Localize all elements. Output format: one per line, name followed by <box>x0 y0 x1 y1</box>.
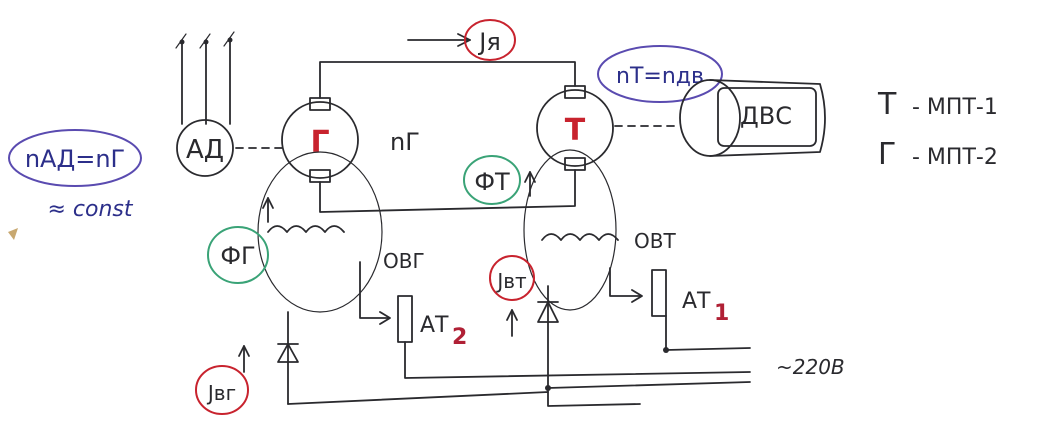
generator-field-current: Jвг <box>195 345 250 415</box>
induction-motor: АД <box>176 119 234 177</box>
at2-label: АТ <box>420 313 449 338</box>
legend-text-1: - МПТ-1 <box>912 95 998 120</box>
autotransformer-2: АТ 2 <box>397 295 751 379</box>
jvt-label: Jвт <box>495 269 527 293</box>
at1-label: АТ <box>682 289 711 314</box>
bottom-bus <box>287 391 641 407</box>
generator-flux-label: ФГ <box>220 242 255 270</box>
armature-circuit: Jя <box>319 19 576 213</box>
speed-equation: nАД=nГ ≈ const <box>8 129 142 222</box>
supply-line <box>547 381 751 389</box>
generator-field-winding-label: ОВГ <box>383 249 425 273</box>
autotransformer-1: АТ 1 <box>651 269 751 353</box>
generator: Г nГ <box>281 97 420 183</box>
approx-const-label: ≈ const <box>47 197 133 222</box>
tachometer-flux-label: ФТ <box>474 168 510 196</box>
speed-equation-label: nАД=nГ <box>25 145 125 173</box>
tachometer-speed-label: nТ=nдв <box>616 64 704 89</box>
at2-subscript: 2 <box>452 325 467 350</box>
tachometer-field-winding-label: ОВТ <box>634 229 676 253</box>
legend-text-2: - МПТ-2 <box>912 145 998 170</box>
jvg-label: Jвг <box>206 381 236 405</box>
engine: ДВС <box>679 79 826 157</box>
at1-subscript: 1 <box>714 301 729 326</box>
diode-left <box>277 311 299 405</box>
generator-speed-label: nГ <box>390 128 420 156</box>
tachometer-field-circuit: ФТ ОВТ <box>463 149 676 311</box>
legend-symbol-1: Т <box>877 87 897 122</box>
tachometer-label: Т <box>565 113 586 148</box>
tachometer-machine: Т <box>536 85 614 171</box>
motor-label: АД <box>186 135 224 165</box>
armature-current-label: Jя <box>477 28 501 56</box>
tachometer-speed-equation: nТ=nдв <box>597 45 723 103</box>
supply-voltage-label: ~220В <box>776 355 845 379</box>
generator-label: Г <box>310 125 329 160</box>
generator-field-circuit: ФГ ОВГ <box>207 151 425 325</box>
tachometer-field-current: Jвт <box>489 255 535 337</box>
legend: Т - МПТ-1 Г - МПТ-2 <box>877 87 998 172</box>
legend-symbol-2: Г <box>878 137 896 172</box>
three-phase-input <box>175 31 235 125</box>
engine-label: ДВС <box>740 102 792 130</box>
ink-blot <box>8 228 18 240</box>
